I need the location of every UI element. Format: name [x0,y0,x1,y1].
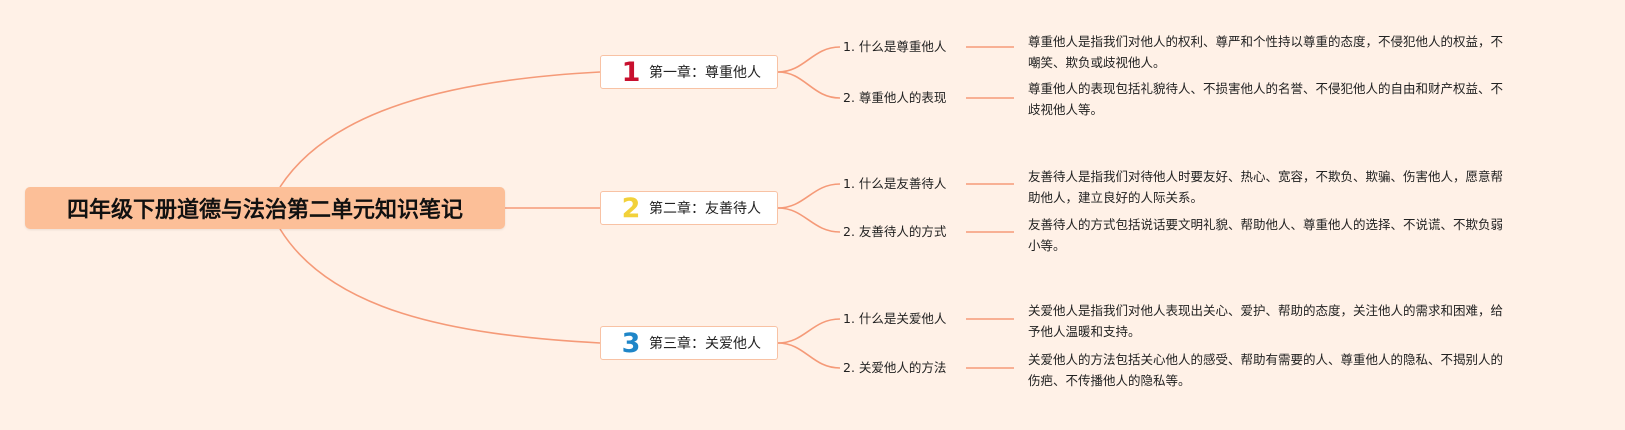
number-2-icon: 2 [621,192,641,224]
chapter-2-item-2-desc[interactable]: 友善待人的方式包括说话要文明礼貌、帮助他人、尊重他人的选择、不说谎、不欺负弱小等… [1028,217,1504,253]
chapter-3-title: 第三章：关爱他人 [649,336,761,352]
chapter-3-item-1[interactable]: 1. 什么是关爱他人 [843,311,947,326]
link-chapter-3-item-1 [777,318,841,344]
chapter-3-item-2[interactable]: 2. 关爱他人的方法 [843,360,947,375]
number-1-icon: 1 [621,56,641,88]
chapter-1-item-2[interactable]: 2. 尊重他人的表现 [843,90,947,105]
chapter-1-item-2-desc[interactable]: 尊重他人的表现包括礼貌待人、不损害他人的名誉、不侵犯他人的自由和财产权益、不歧视… [1028,81,1504,117]
chapter-2-item-1-desc[interactable]: 友善待人是指我们对待他人时要友好、热心、宽容，不欺负、欺骗、伤害他人，愿意帮助他… [1028,169,1504,205]
chapter-1-item-1-desc[interactable]: 尊重他人是指我们对他人的权利、尊严和个性持以尊重的态度，不侵犯他人的权益，不嘲笑… [1028,34,1504,70]
chapter-2-title: 第二章：友善待人 [649,201,761,217]
chapter-2-node[interactable]: 2 第二章：友善待人 [600,191,778,225]
link-chapter-1-item-2 [777,71,841,99]
chapter-2-item-1[interactable]: 1. 什么是友善待人 [843,176,947,191]
chapter-2-item-2[interactable]: 2. 友善待人的方式 [843,224,947,239]
chapter-1-title: 第一章：尊重他人 [649,65,761,81]
root-topic[interactable]: 四年级下册道德与法治第二单元知识笔记 [25,187,505,229]
link-chapter-2-item-1 [777,183,841,209]
link-root-chapter-1 [279,71,601,188]
chapter-1-item-1[interactable]: 1. 什么是尊重他人 [843,39,947,54]
link-chapter-1-item-1 [777,46,841,73]
link-root-chapter-3 [279,228,601,344]
link-chapter-3-item-2 [777,342,841,369]
chapter-1-node[interactable]: 1 第一章：尊重他人 [600,55,778,89]
chapter-3-node[interactable]: 3 第三章：关爱他人 [600,326,778,360]
chapter-3-item-2-desc[interactable]: 关爱他人的方法包括关心他人的感受、帮助有需要的人、尊重他人的隐私、不揭别人的伤疤… [1028,352,1504,388]
chapter-3-item-1-desc[interactable]: 关爱他人是指我们对他人表现出关心、爱护、帮助的态度，关注他人的需求和困难，给予他… [1028,303,1504,339]
number-3-icon: 3 [621,327,641,359]
link-chapter-2-item-2 [777,207,841,233]
